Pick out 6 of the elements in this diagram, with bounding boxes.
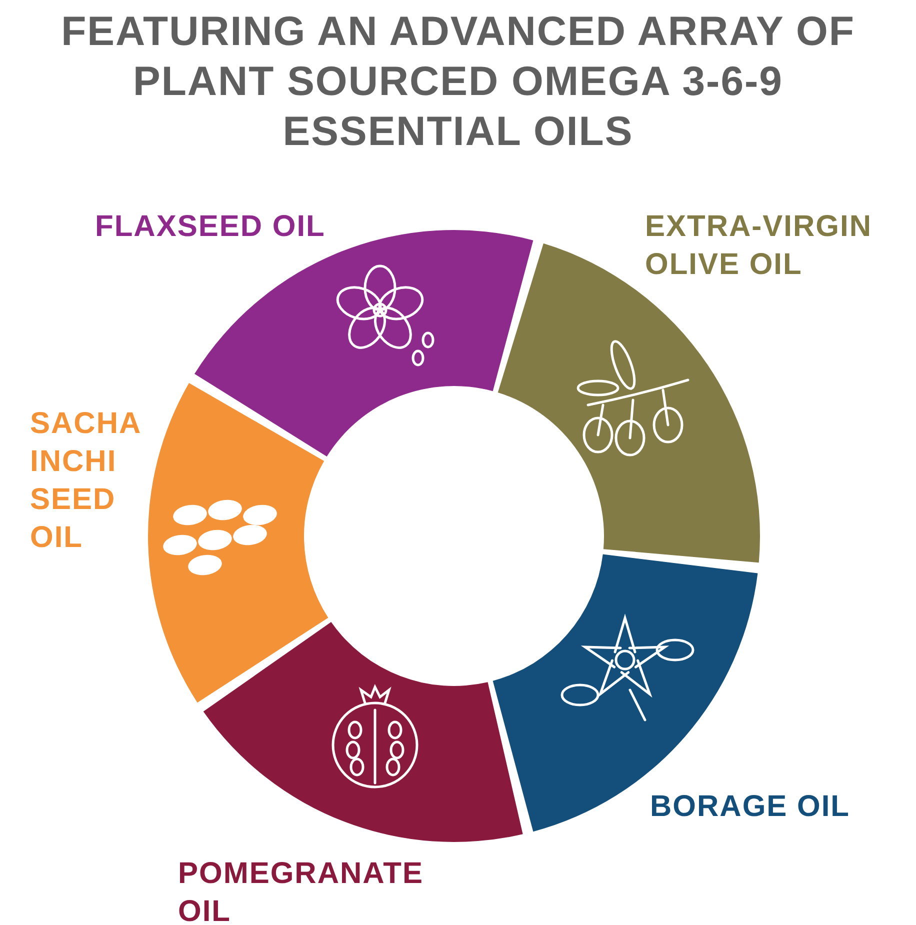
title: FEATURING AN ADVANCED ARRAY OF PLANT SOURCED OMEGA 3-6-9 ESSENTIAL OILS bbox=[60, 7, 856, 156]
oil-label: POMEGRANATE OIL bbox=[178, 856, 424, 925]
oil-label: SACHA INCHI SEED OIL bbox=[30, 406, 142, 556]
oil-label: BORAGE OIL bbox=[650, 789, 852, 825]
oil-label: EXTRA-VIRGIN OLIVE OIL bbox=[645, 209, 874, 283]
oil-label: FLAXSEED OIL bbox=[95, 209, 326, 245]
